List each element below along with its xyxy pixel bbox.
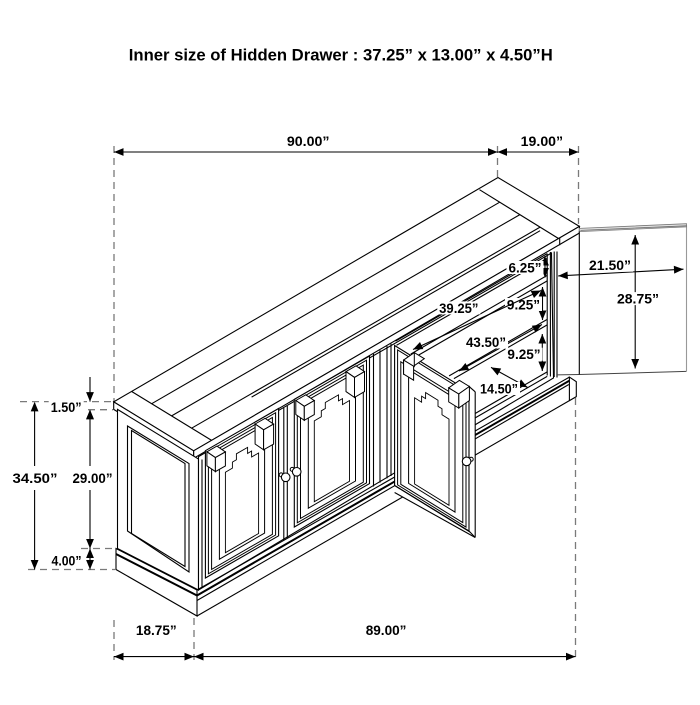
svg-text:1.50”: 1.50” [51,399,82,415]
svg-text:21.50”: 21.50” [589,257,631,273]
svg-text:14.50”: 14.50” [480,381,518,397]
svg-text:29.00”: 29.00” [73,470,113,486]
svg-text:6.25”: 6.25” [509,260,542,276]
svg-text:9.25”: 9.25” [507,346,540,362]
svg-text:39.25”: 39.25” [439,300,478,316]
svg-text:90.00”: 90.00” [287,133,330,149]
svg-text:43.50”: 43.50” [466,334,506,350]
svg-text:18.75”: 18.75” [136,622,177,638]
svg-text:89.00”: 89.00” [366,622,407,638]
svg-text:Inner size of Hidden Drawer :: Inner size of Hidden Drawer : 37.25” x 1… [129,46,553,65]
svg-text:34.50”: 34.50” [13,470,58,486]
svg-text:4.00”: 4.00” [52,553,82,569]
svg-text:19.00”: 19.00” [521,133,563,149]
svg-text:28.75”: 28.75” [617,291,659,307]
